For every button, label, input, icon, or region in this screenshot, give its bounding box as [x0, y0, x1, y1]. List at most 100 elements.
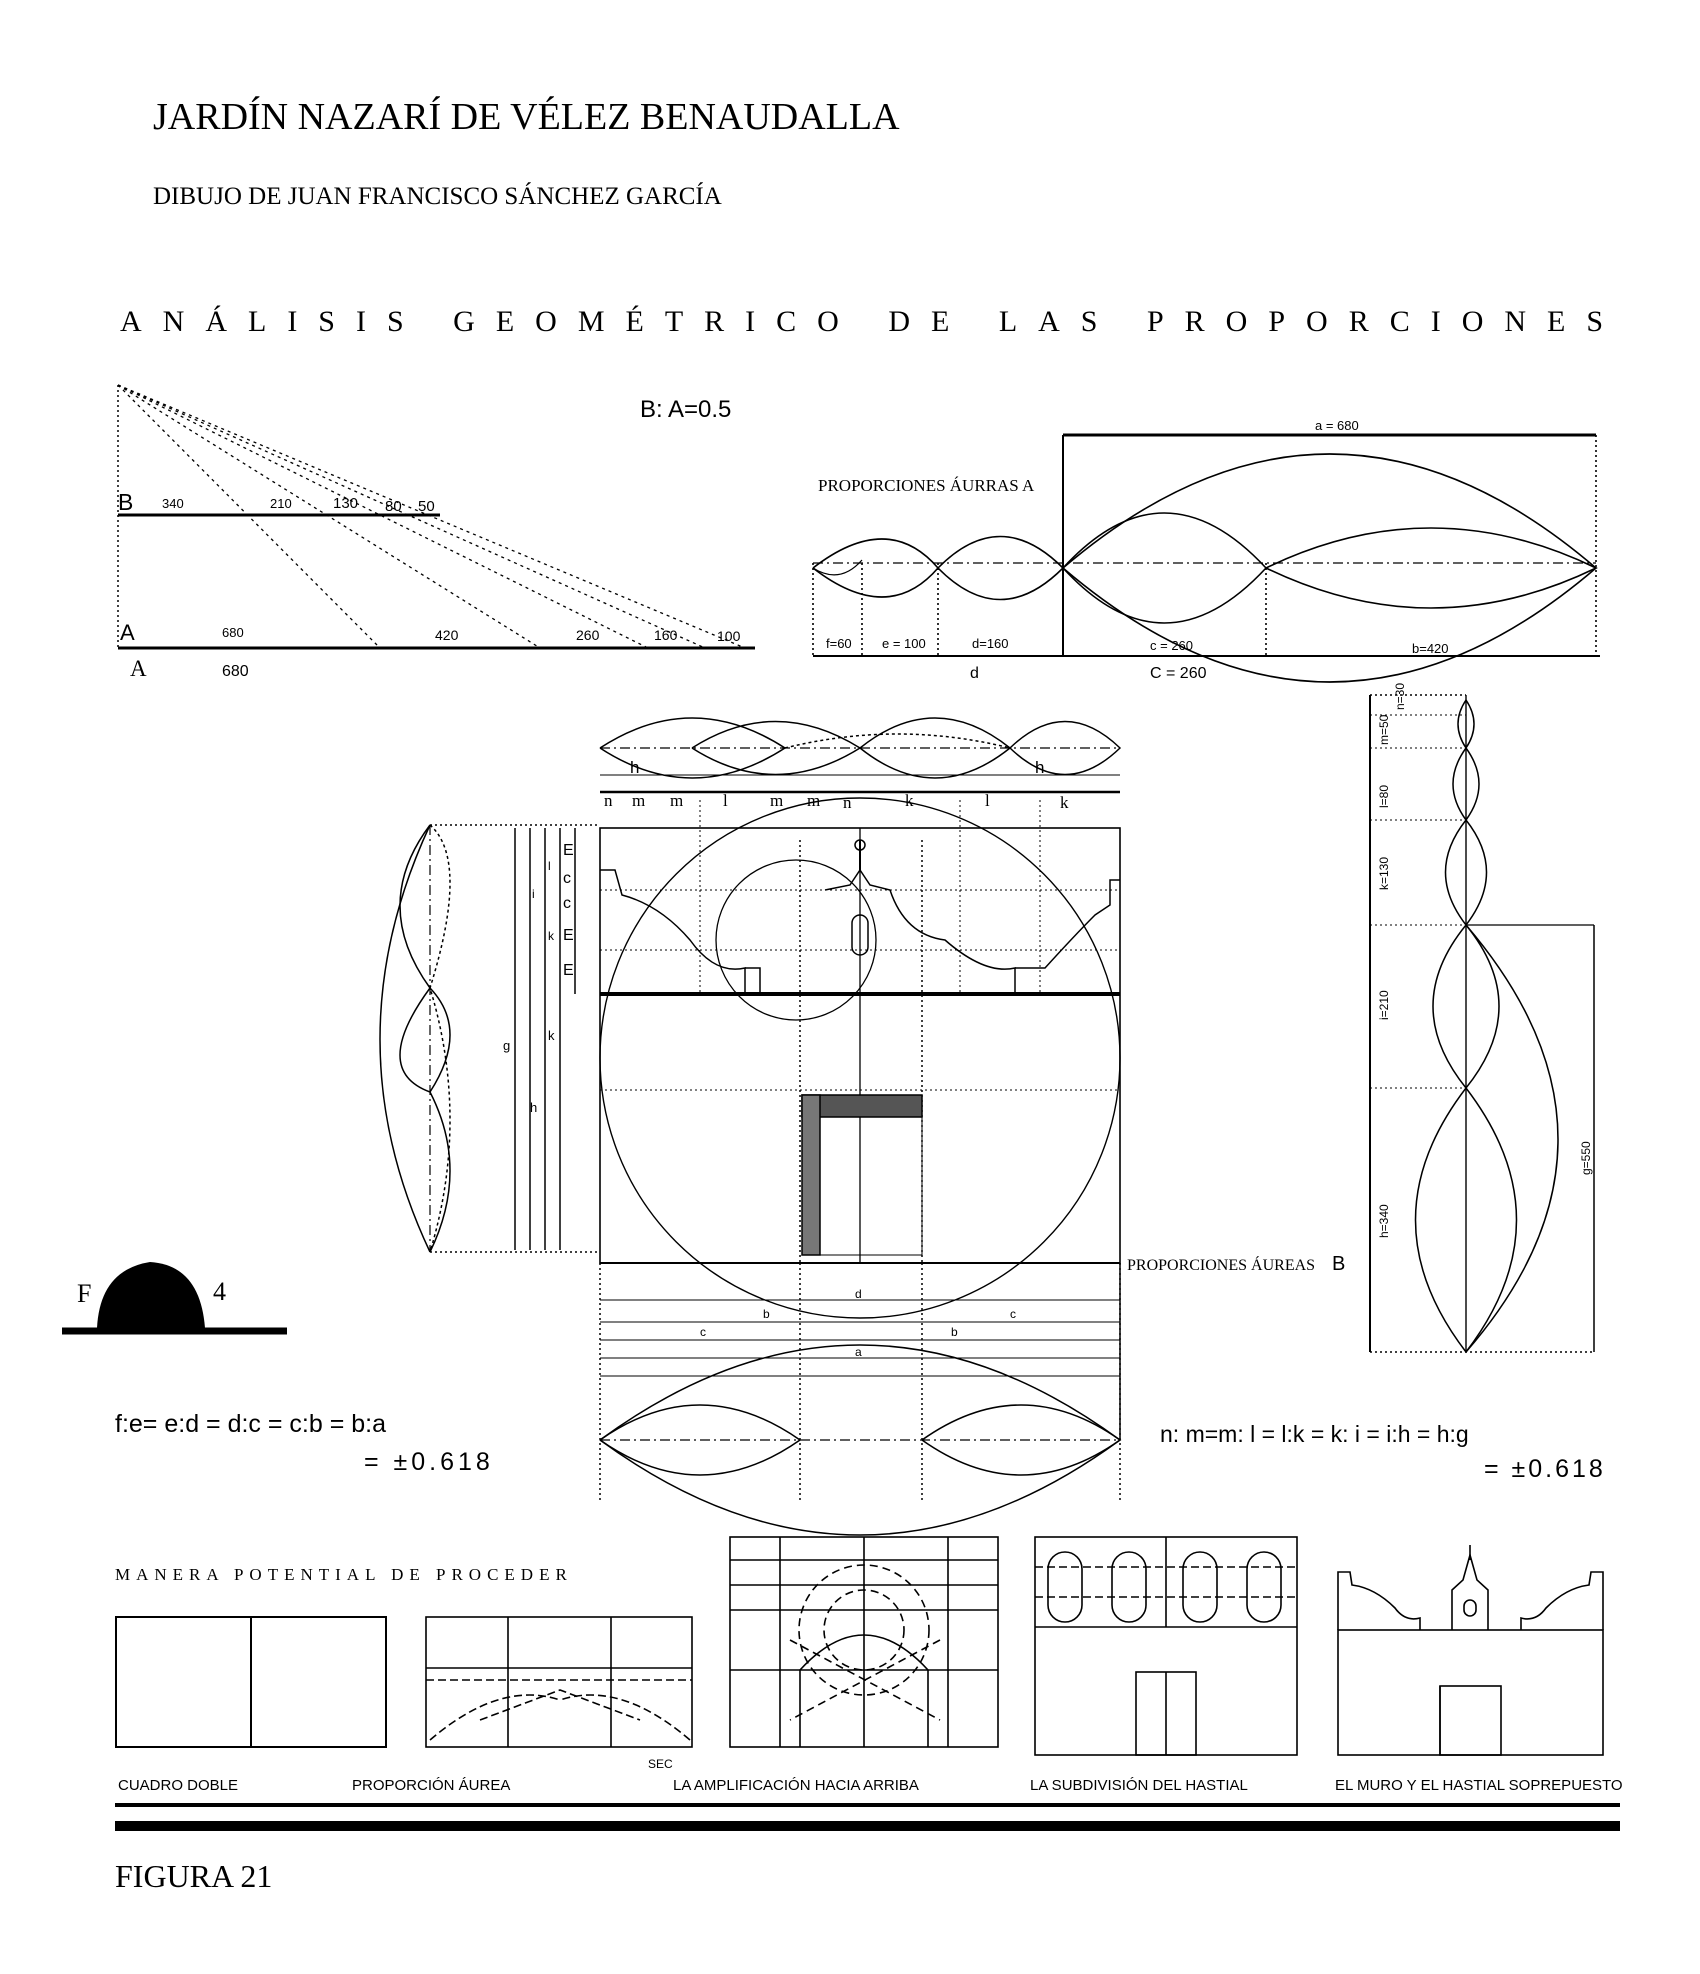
stamp-mark: F 4	[62, 1262, 287, 1335]
facade-top-letter: m	[770, 791, 783, 810]
golden-b-letter: B	[1332, 1253, 1345, 1275]
procedure-caption: EL MURO Y EL HASTIAL SOPREPUESTO	[1335, 1777, 1623, 1794]
facade-bottom-letter: c	[1010, 1307, 1016, 1321]
procedure-caption: CUADRO DOBLE	[118, 1777, 238, 1794]
facade-top-letter: m	[632, 791, 645, 810]
facade-left-long: k	[548, 1028, 555, 1043]
facade-left-long: h	[530, 1100, 537, 1115]
figure-label: FIGURA 21	[115, 1858, 273, 1894]
procedure-panel-4	[1034, 1536, 1298, 1756]
procedure-panel-2	[425, 1616, 693, 1748]
facade-top-h: h	[630, 758, 639, 777]
golden-a-segment: c = 260	[1150, 638, 1193, 653]
facade-bottom-letter: a	[855, 1345, 862, 1359]
facade-large-circle	[599, 797, 1121, 1319]
golden-a-arc-b	[1265, 527, 1598, 609]
ratio-a-value: 420	[435, 627, 459, 643]
stamp-blob	[97, 1262, 205, 1328]
facade-top-letter: k	[1060, 793, 1069, 812]
golden-b-label-h: h=340	[1377, 1204, 1391, 1238]
golden-a-title: PROPORCIONES ÁURRAS A	[818, 476, 1035, 495]
facade-left-small: l	[548, 859, 551, 873]
facade-left-letter: E	[563, 842, 574, 859]
formula-left-line2: = ±0.618	[364, 1448, 494, 1476]
ratio-b-value: 340	[162, 496, 184, 511]
analysis-heading: ANÁLISIS GEOMÉTRICO DE LAS PROPORCIONES	[120, 305, 1625, 338]
ratio-b-value: 80	[385, 498, 402, 515]
procedure-panel-3	[729, 1536, 999, 1748]
facade-left-letter: c	[563, 870, 571, 887]
golden-b-label-n: n=30	[1393, 683, 1407, 710]
facade-left-letters: E c c E E l i k g h k	[503, 842, 574, 1115]
ratio-a-value: 680	[222, 625, 244, 640]
facade-top-letter: k	[905, 791, 914, 810]
facade-top-letter: l	[985, 791, 990, 810]
ratio-label: B: A=0.5	[640, 396, 731, 423]
facade-top-letter: l	[723, 791, 728, 810]
procedure-caption: PROPORCIÓN ÁUREA	[352, 1777, 510, 1794]
facade-left-letter: E	[563, 962, 574, 979]
golden-a-diagram	[812, 433, 1600, 683]
golden-b-label-g: g=550	[1579, 1141, 1593, 1175]
golden-a-below-c: C = 260	[1150, 665, 1207, 682]
facade-left-long: g	[503, 1038, 510, 1053]
facade-top-letter: n	[604, 791, 613, 810]
ratio-diagram	[117, 384, 755, 650]
ratio-b-value: 130	[333, 495, 358, 512]
golden-b-labels: n=30 m=50 l=80 k=130 i=210 h=340 g=550	[1377, 683, 1593, 1238]
ratio-a-value-below: 680	[222, 663, 249, 680]
ratio-b-value: 50	[418, 498, 435, 515]
ratio-a-label-below: A	[130, 656, 147, 681]
ratio-a-value: 260	[576, 627, 600, 643]
facade-bottom-letter: b	[951, 1325, 958, 1339]
golden-a-segment: e = 100	[882, 636, 926, 651]
golden-a-arc-e	[812, 538, 940, 598]
golden-a-arc-d	[937, 535, 1065, 601]
facade-top-letter: m	[807, 791, 820, 810]
facade-bottom-letters: d b c c b a	[700, 1287, 1016, 1359]
facade-elevation	[379, 717, 1122, 1536]
golden-a-below-d: d	[970, 665, 979, 682]
procedure-heading: MANERA POTENTIAL DE PROCEDER	[115, 1565, 573, 1584]
page-subtitle: DIBUJO DE JUAN FRANCISCO SÁNCHEZ GARCÍA	[153, 183, 722, 210]
procedure-sec-label: SEC	[648, 1757, 673, 1771]
facade-bottom-letter: d	[855, 1287, 862, 1301]
stamp-right: 4	[213, 1277, 226, 1306]
formula-left-line1: f:e= e:d = d:c = c:b = b:a	[115, 1410, 386, 1438]
procedure-caption: LA SUBDIVISIÓN DEL HASTIAL	[1030, 1777, 1248, 1794]
facade-top-h: h	[1035, 758, 1044, 777]
golden-b-label-k: k=130	[1377, 857, 1391, 890]
facade-left-small: i	[532, 887, 535, 901]
procedure-caption: LA AMPLIFICACIÓN HACIA ARRIBA	[673, 1777, 919, 1794]
page-title: JARDÍN NAZARÍ DE VÉLEZ BENAUDALLA	[153, 96, 900, 138]
ratio-a-value: 160	[654, 627, 678, 643]
facade-bottom-letter: c	[700, 1325, 706, 1339]
facade-top-letter: m	[670, 791, 683, 810]
facade-top-letters: h h n m m l m m n k l k	[604, 758, 1069, 812]
ratio-b-label: B	[118, 489, 133, 515]
formula-right-line2: = ±0.618	[1484, 1455, 1606, 1483]
golden-b-label-m: m=50	[1377, 714, 1391, 745]
facade-left-letter: c	[563, 895, 571, 912]
golden-b-column	[1369, 694, 1595, 1354]
golden-b-label-l: l=80	[1377, 785, 1391, 808]
ratio-a-value: 100	[717, 628, 741, 644]
golden-b-label: PROPORCIONES ÁUREAS	[1127, 1255, 1315, 1274]
golden-a-arc-c	[1062, 512, 1268, 624]
stamp-left: F	[77, 1279, 91, 1308]
facade-top-letter: n	[843, 793, 852, 812]
procedure-panel-1	[115, 1616, 387, 1748]
golden-a-segment: b=420	[1412, 641, 1449, 656]
golden-a-segment: d=160	[972, 636, 1009, 651]
formula-right-line1: n: m=m: l = l:k = k: i = i:h = h:g	[1160, 1421, 1469, 1447]
ratio-b-value: 210	[270, 496, 292, 511]
golden-a-arc-a	[1062, 453, 1598, 683]
procedure-panel-5	[1337, 1545, 1604, 1756]
ratio-rays	[117, 384, 746, 649]
golden-a-segment: f=60	[826, 636, 852, 651]
golden-a-top-label: a = 680	[1315, 418, 1359, 433]
facade-left-small: k	[548, 929, 555, 943]
ratio-a-label: A	[120, 620, 135, 645]
facade-left-letter: E	[563, 927, 574, 944]
